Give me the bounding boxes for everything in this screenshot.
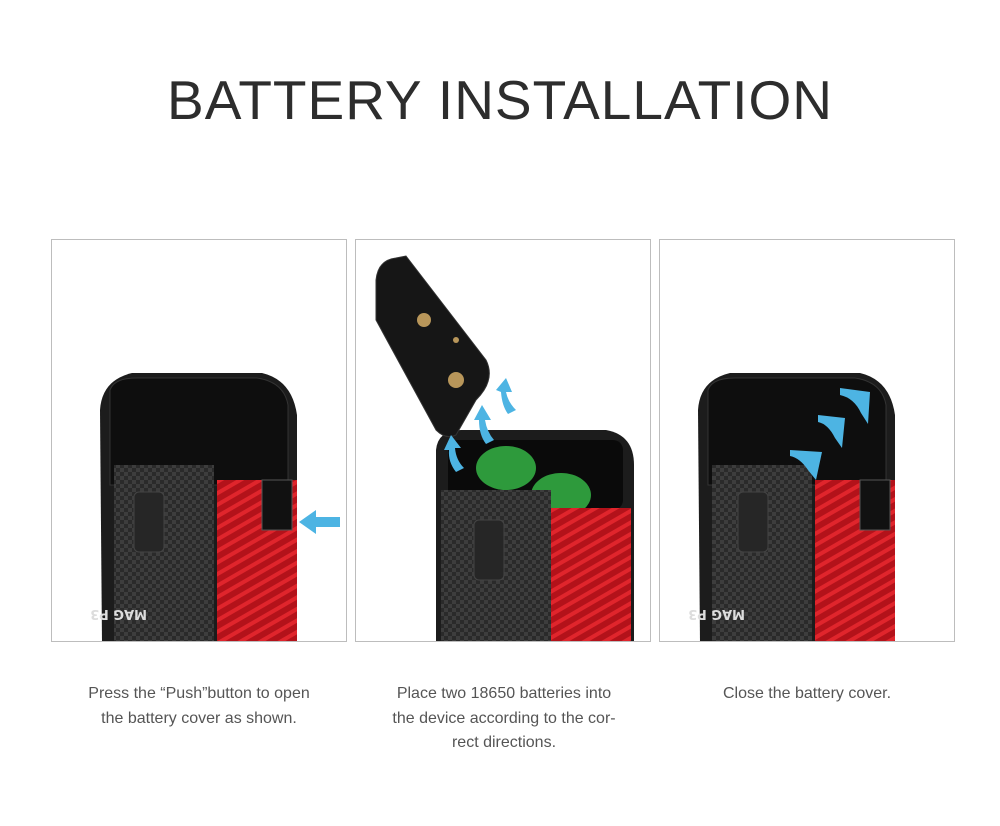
caption-line: Press the “Push”button to open xyxy=(88,685,310,702)
caption-line: the device according to the cor- xyxy=(392,709,616,727)
step-3-image: MAG P3 xyxy=(659,239,955,642)
arrow-down-icon xyxy=(790,388,870,480)
step-2-caption: Place two 18650 batteries into the devic… xyxy=(354,682,654,756)
step-1-image: MAG P3 xyxy=(51,239,347,642)
step-1-caption: Press the “Push”button to open the batte… xyxy=(49,682,349,731)
caption-line: the battery cover as shown. xyxy=(101,709,297,727)
step-2-image xyxy=(355,239,651,642)
arrow-up-icon xyxy=(444,378,516,472)
device-logo: MAG P3 xyxy=(688,606,745,621)
arrow-left-icon xyxy=(299,510,340,534)
caption-line: rect directions. xyxy=(451,734,557,751)
step-3-caption: Close the battery cover. xyxy=(657,682,957,707)
device-logo: MAG P3 xyxy=(90,606,147,621)
caption-line: Close the battery cover. xyxy=(722,685,892,702)
page-title: BATTERY INSTALLATION xyxy=(167,69,833,131)
caption-line: Place two 18650 batteries into xyxy=(396,685,612,702)
